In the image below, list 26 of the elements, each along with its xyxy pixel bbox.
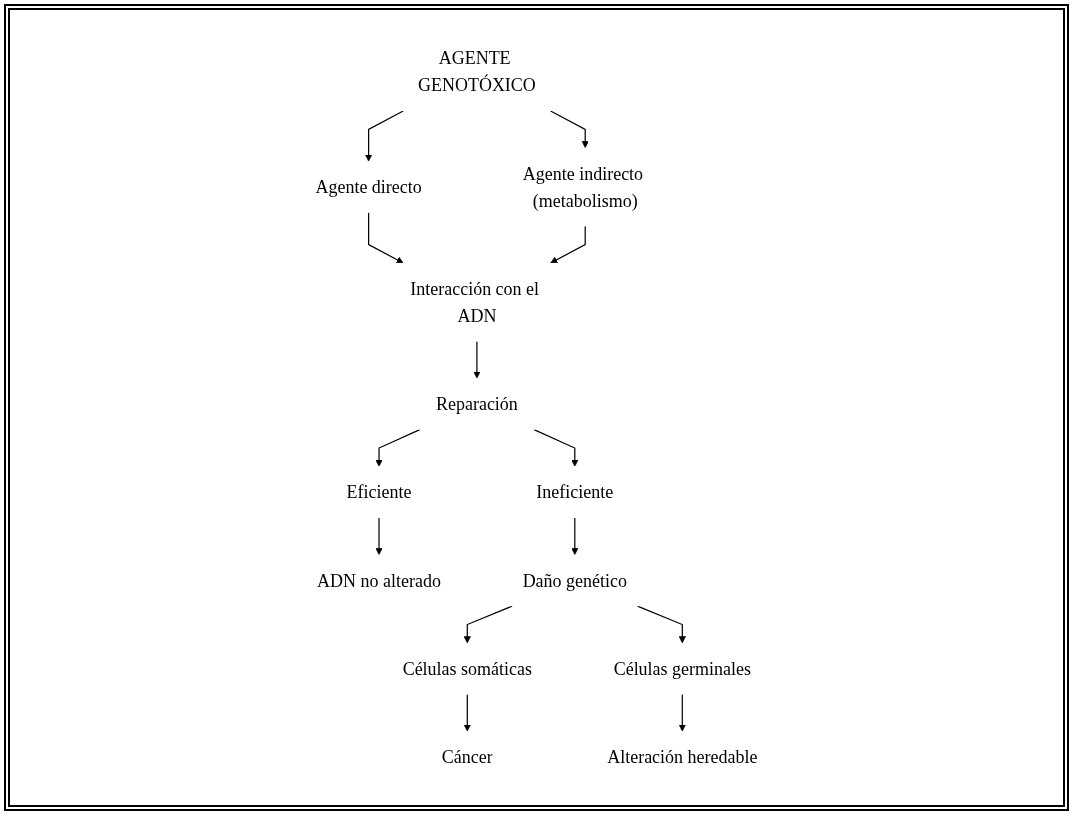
node-text: Interacción con el ADN xyxy=(410,278,540,326)
arrow xyxy=(550,110,589,148)
arrow xyxy=(636,605,686,644)
node-text: Eficiente xyxy=(346,481,412,503)
node-text: Cáncer xyxy=(441,746,493,768)
arrow xyxy=(533,428,579,467)
arrow xyxy=(463,693,471,732)
arrow xyxy=(375,428,421,467)
node-text: Células somáticas xyxy=(402,658,533,679)
node-text: Agente directo xyxy=(315,176,422,198)
node-text: Alteración heredable xyxy=(607,746,758,768)
node-text: ADN no alterado xyxy=(317,570,441,591)
arrow xyxy=(375,517,383,555)
arrow xyxy=(365,110,404,162)
node-text: Agente indirecto (metabolismo) xyxy=(522,163,644,211)
node-text: Daño genético xyxy=(522,570,628,591)
arrow xyxy=(678,693,686,732)
arrow xyxy=(463,605,513,644)
arrow xyxy=(368,212,404,264)
arrow xyxy=(473,340,481,379)
arrow xyxy=(550,225,586,264)
node-text: AGENTE GENOTÓXICO xyxy=(418,47,536,96)
node-text: Ineficiente xyxy=(536,481,614,503)
node-text: Reparación xyxy=(436,393,518,415)
node-text: Células germinales xyxy=(613,658,752,679)
arrow xyxy=(571,517,579,555)
